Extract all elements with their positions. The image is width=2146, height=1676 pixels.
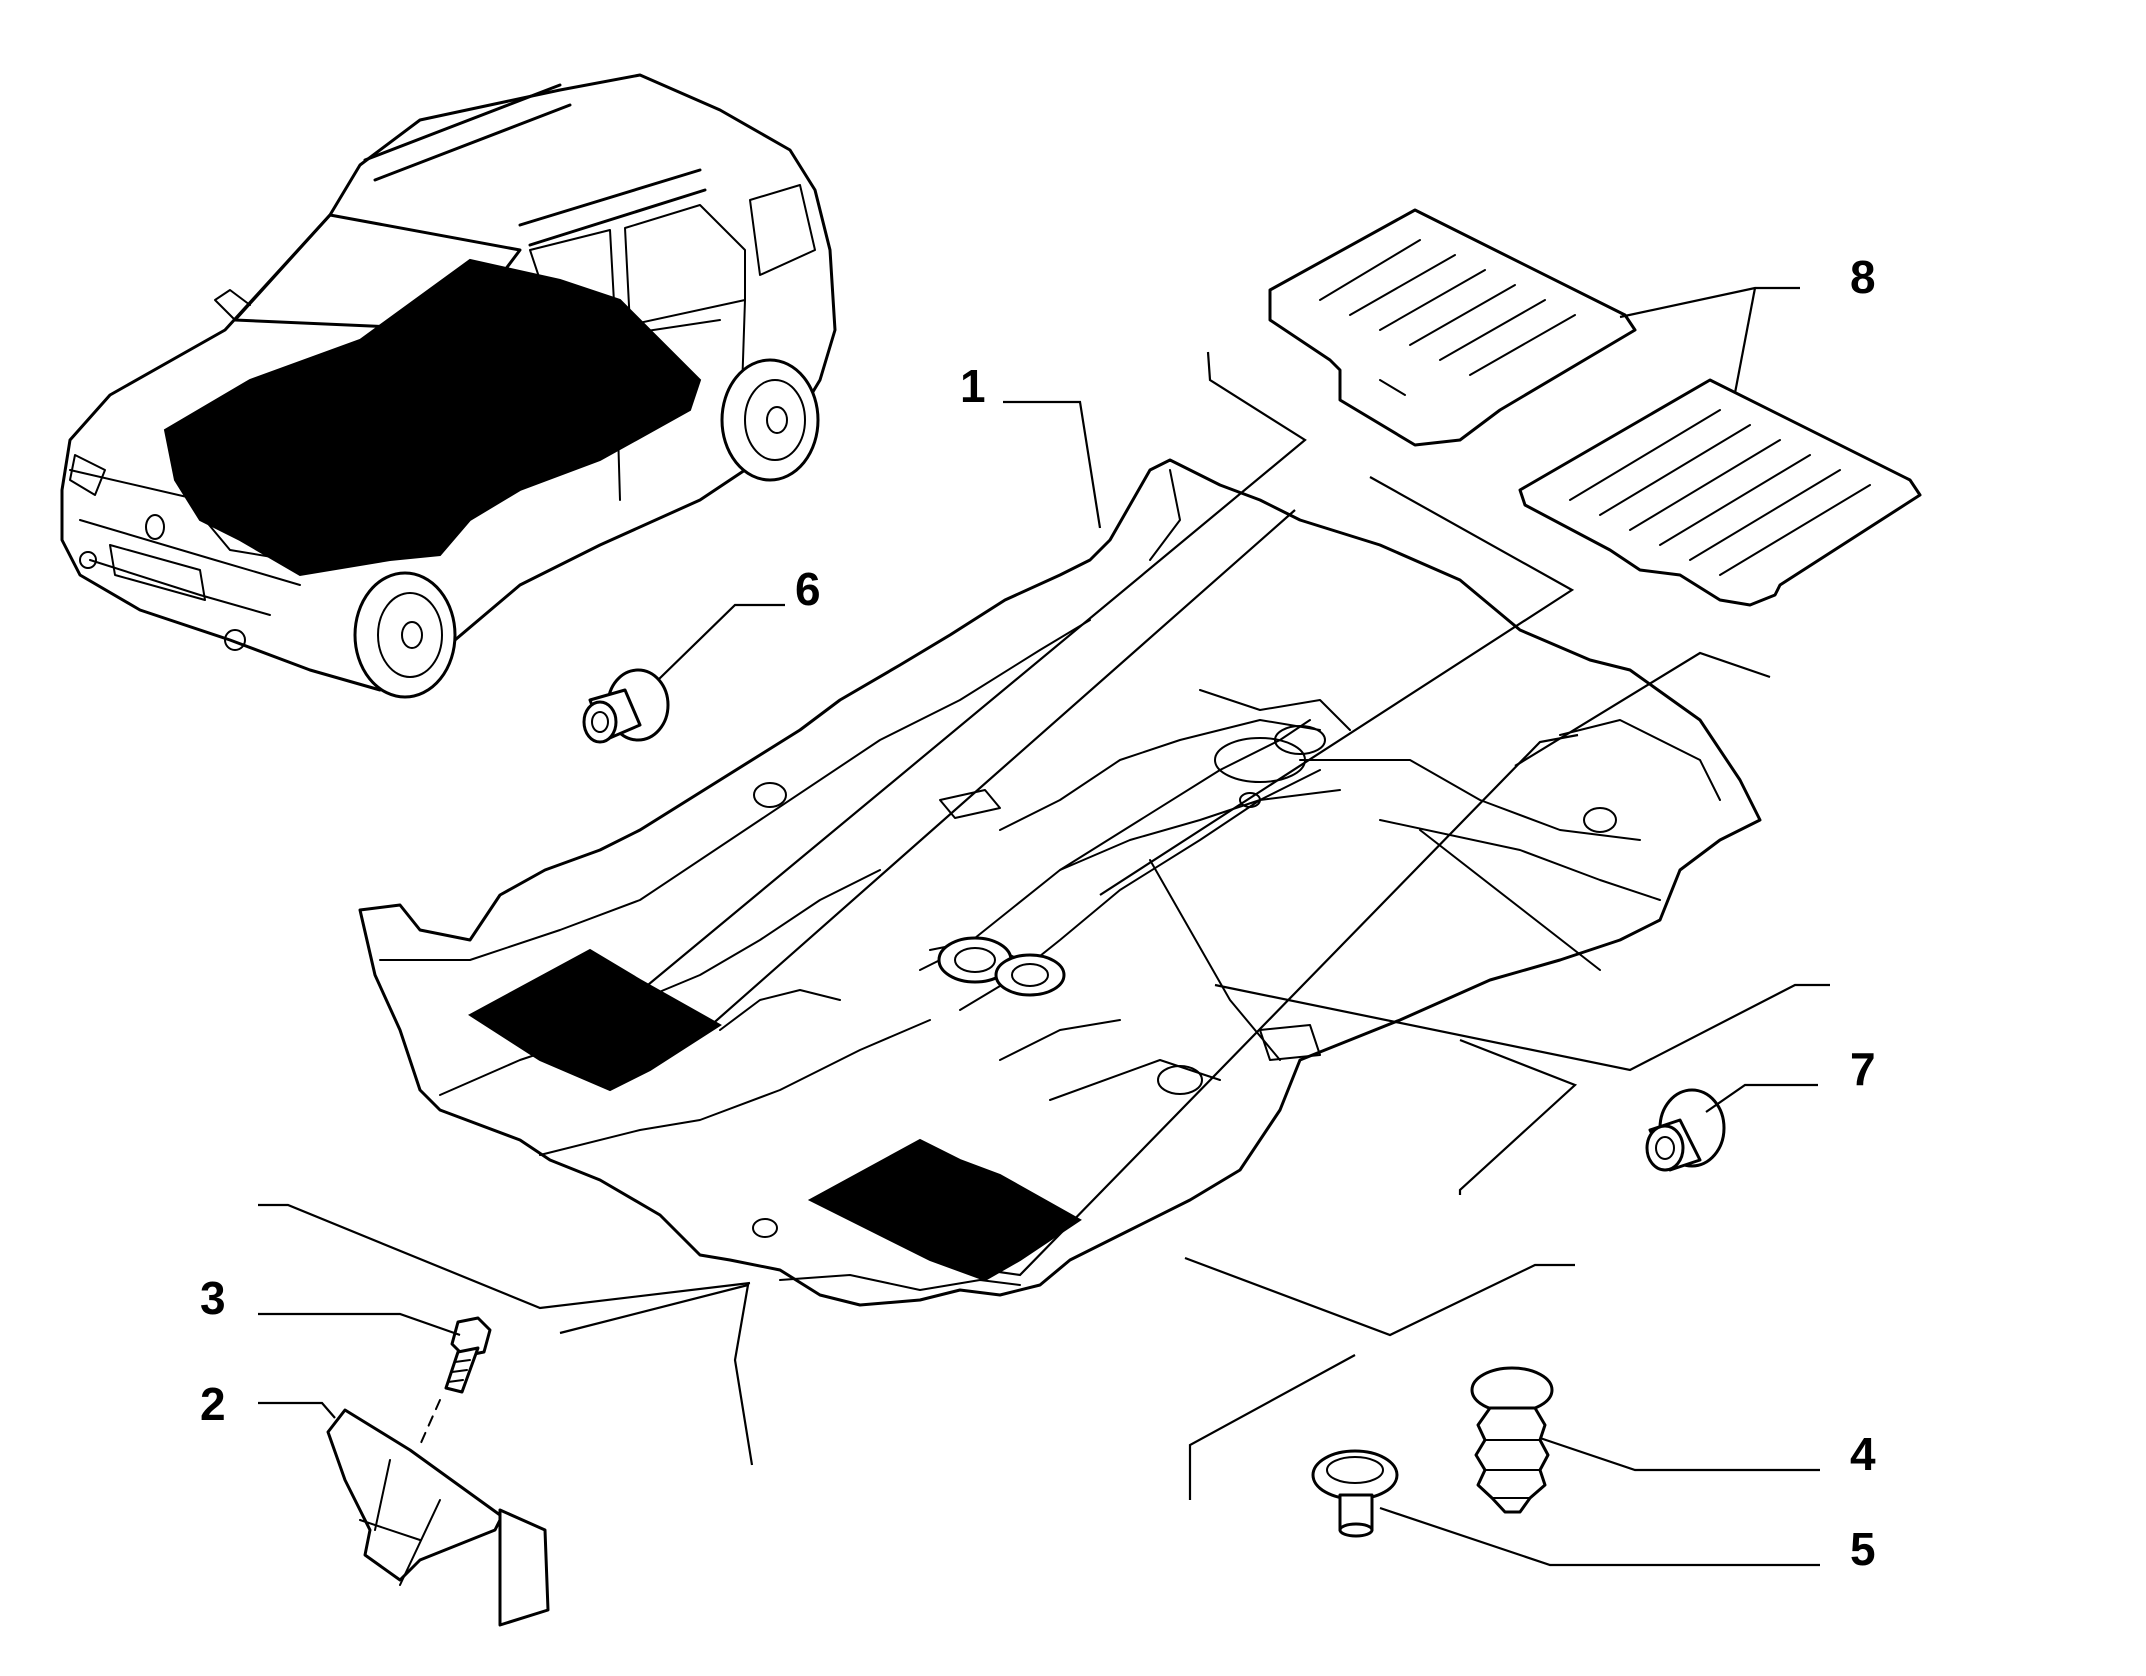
fir-tree-clip-item-4 xyxy=(1470,1366,1554,1514)
floor-carpet xyxy=(358,458,1762,1307)
callout-5: 5 xyxy=(1850,1523,1876,1575)
floor-mat-rear xyxy=(1518,378,1922,607)
bolt-item-3 xyxy=(419,1316,492,1446)
front-wheel xyxy=(353,571,457,699)
vehicle-illustration xyxy=(60,73,837,699)
clip-nut-item-7 xyxy=(1645,1088,1726,1172)
floor-mat-front xyxy=(1268,208,1637,447)
rear-wheel xyxy=(720,358,820,482)
push-pin-item-5 xyxy=(1311,1449,1399,1538)
callout-4: 4 xyxy=(1850,1428,1876,1480)
callout-1: 1 xyxy=(960,360,986,412)
push-nut-item-6 xyxy=(582,668,670,744)
callout-7: 7 xyxy=(1850,1043,1876,1095)
leader-lines xyxy=(258,286,1830,1567)
bracket-item-2 xyxy=(326,1408,550,1627)
callout-3: 3 xyxy=(200,1272,226,1324)
callout-2: 2 xyxy=(200,1378,226,1430)
callout-6: 6 xyxy=(795,563,821,615)
callout-labels: 1 2 3 4 5 6 7 8 xyxy=(200,251,1876,1575)
callout-8: 8 xyxy=(1850,251,1876,303)
